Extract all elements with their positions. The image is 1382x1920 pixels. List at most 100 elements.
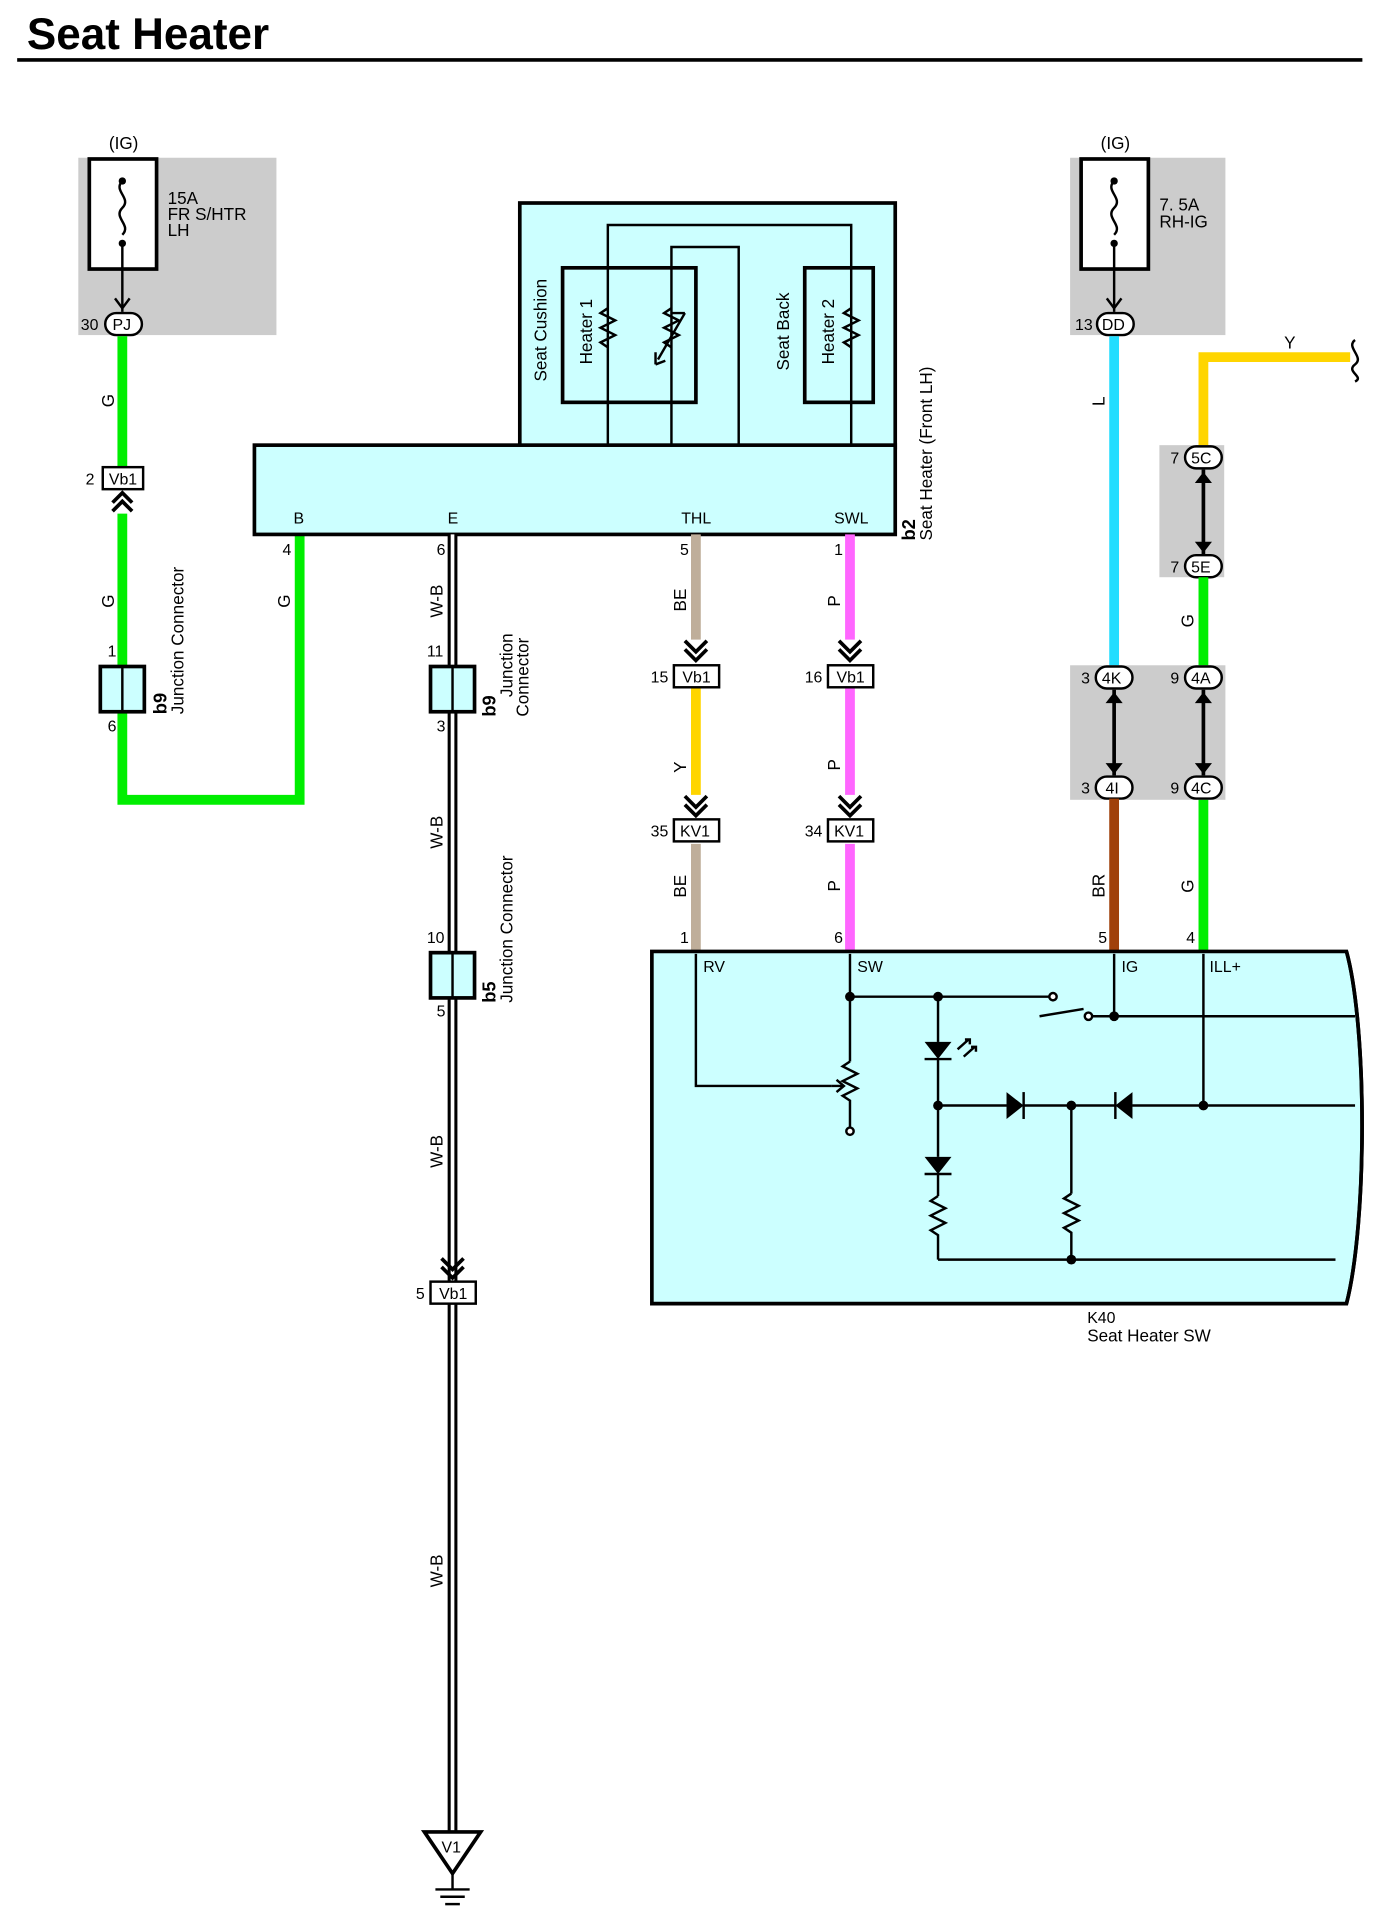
svg-text:b9: b9 (478, 695, 499, 716)
svg-text:Junction: Junction (497, 633, 516, 697)
connector-5c-5e: 5C 7 5E 7 (1159, 445, 1225, 579)
wire-g-right: G G (1179, 577, 1209, 953)
wire-label-g1: G (99, 394, 118, 407)
ground-v1: V1 (420, 1830, 485, 1906)
terminal-ig: IG (1121, 959, 1138, 976)
svg-text:16: 16 (805, 669, 823, 686)
connector-vb1-ground: Vb1 5 (416, 1257, 477, 1305)
seat-heater-code: b2 (898, 519, 919, 540)
svg-text:4K: 4K (1102, 671, 1122, 688)
seat-cushion-label: Seat Cushion (532, 279, 551, 382)
svg-text:W-B: W-B (428, 585, 447, 618)
wire-swl: P P P (825, 534, 855, 953)
svg-text:5: 5 (437, 1003, 446, 1020)
svg-text:4A: 4A (1191, 671, 1211, 688)
svg-text:6: 6 (834, 930, 843, 947)
wire-br: BR (1089, 798, 1120, 953)
seat-heater-b2: Seat Cushion Heater 1 Seat Back Heater 2… (252, 201, 936, 559)
fuse-icon (118, 180, 127, 236)
svg-text:4: 4 (283, 542, 292, 559)
svg-text:34: 34 (805, 823, 823, 840)
svg-text:P: P (825, 880, 844, 891)
heater2-label: Heater 2 (819, 299, 838, 365)
wire-left-g: G G G (99, 336, 305, 805)
svg-text:2: 2 (86, 471, 95, 488)
svg-text:L: L (1089, 396, 1108, 406)
svg-text:3: 3 (1081, 781, 1090, 798)
fuse-left: (IG) 15A FR S/HTR LH PJ 30 (78, 134, 277, 337)
svg-text:5E: 5E (1191, 559, 1210, 576)
svg-text:4C: 4C (1191, 781, 1211, 798)
junction-b9-mid: 11 3 b9 Junction Connector (427, 633, 533, 735)
svg-text:P: P (825, 595, 844, 606)
svg-text:BE: BE (671, 589, 690, 612)
wire-y-top: Y (1198, 334, 1360, 447)
fuse-left-connector: PJ (113, 317, 132, 334)
fuse-right-pin: 13 (1075, 317, 1093, 334)
thermistor-icon (661, 307, 682, 349)
svg-text:Vb1: Vb1 (682, 669, 710, 686)
svg-text:7: 7 (1170, 559, 1179, 576)
wire-break-icon (1351, 338, 1360, 383)
svg-text:W-B: W-B (428, 1135, 447, 1168)
svg-text:15: 15 (651, 669, 669, 686)
svg-text:1: 1 (834, 542, 843, 559)
wire-label-g2: G (99, 594, 118, 607)
svg-text:5: 5 (680, 542, 689, 559)
connector-vb1-thl: Vb1 15 (651, 639, 721, 689)
svg-text:b5: b5 (478, 981, 499, 1002)
fuse-icon (1110, 180, 1119, 236)
diode-left-icon (1115, 1092, 1133, 1119)
svg-text:Junction Connector: Junction Connector (168, 566, 187, 714)
svg-text:6: 6 (437, 542, 446, 559)
svg-text:7: 7 (1170, 450, 1179, 467)
terminal-sw: SW (857, 959, 883, 976)
svg-text:Vb1: Vb1 (439, 1286, 467, 1303)
svg-text:Vb1: Vb1 (837, 669, 865, 686)
svg-text:P: P (825, 759, 844, 770)
junction-b5: 10 5 b5 Junction Connector (427, 855, 517, 1020)
fuse-right-source: (IG) (1101, 134, 1130, 153)
connector-vb1-swl: Vb1 16 (805, 639, 875, 689)
svg-text:G: G (1179, 614, 1198, 627)
svg-text:5C: 5C (1191, 450, 1211, 467)
diode-icon (924, 1156, 952, 1175)
wire-l: L (1089, 336, 1120, 667)
page-title: Seat Heater (27, 10, 269, 59)
terminal-swl: SWL (834, 510, 869, 527)
svg-text:9: 9 (1170, 671, 1179, 688)
fuse-left-source: (IG) (109, 134, 138, 153)
fuse-left-line1: FR S/HTR (168, 205, 247, 224)
svg-text:KV1: KV1 (834, 823, 864, 840)
terminal-thl: THL (681, 510, 711, 527)
fuse-left-line2: LH (168, 221, 190, 240)
switch-name: Seat Heater SW (1087, 1327, 1211, 1346)
svg-text:W-B: W-B (428, 816, 447, 849)
wire-wb: W-B W-B W-B W-B (428, 534, 458, 1832)
svg-text:35: 35 (651, 823, 669, 840)
ground-label: V1 (442, 1840, 462, 1857)
svg-text:BE: BE (671, 875, 690, 898)
svg-text:3: 3 (1081, 671, 1090, 688)
svg-text:4: 4 (1186, 930, 1195, 947)
svg-text:G: G (1179, 879, 1198, 892)
fuse-left-pin: 30 (81, 317, 99, 334)
fuse-right-rating: 7. 5A (1159, 195, 1200, 214)
svg-text:Connector: Connector (513, 637, 532, 716)
svg-text:Vb1: Vb1 (109, 471, 137, 488)
svg-text:KV1: KV1 (680, 823, 710, 840)
connector-4-block: 4K 3 4I 3 4A 9 4C 9 (1070, 665, 1226, 800)
heater1-resistor-icon (597, 307, 618, 349)
connector-vb1-left: Vb1 2 (86, 465, 145, 513)
svg-text:BR: BR (1089, 874, 1108, 898)
svg-text:1: 1 (108, 644, 117, 661)
svg-text:Y: Y (1284, 334, 1296, 353)
terminal-ill: ILL+ (1210, 959, 1241, 976)
svg-text:3: 3 (437, 718, 446, 735)
diode-right-icon (1006, 1092, 1024, 1119)
pot-contact-icon (845, 1126, 855, 1137)
connector-kv1-thl: KV1 35 (651, 794, 721, 843)
switch-code: K40 (1087, 1310, 1115, 1327)
junction-b9-left: 1 6 b9 Junction Connector (98, 566, 187, 735)
fuse-left-rating: 15A (168, 189, 199, 208)
